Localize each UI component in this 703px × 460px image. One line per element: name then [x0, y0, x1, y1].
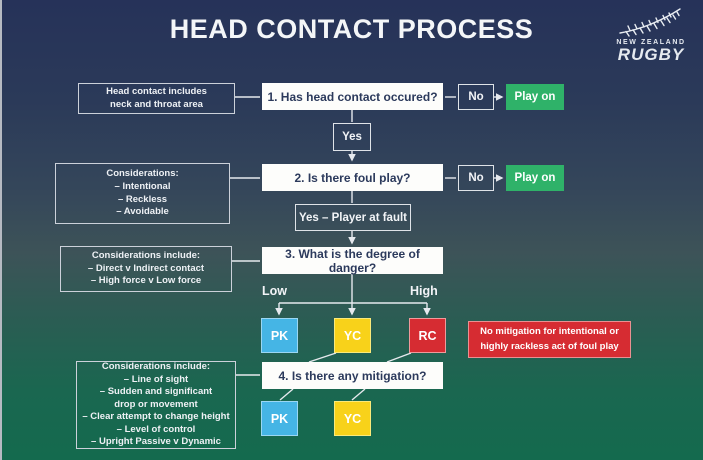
logo-text-rugby: RUGBY [617, 45, 685, 64]
penalty-kick-chip-row4: PK [261, 401, 298, 436]
note-danger-considerations: Considerations include: – Direct v Indir… [60, 246, 232, 292]
yellow-card-chip-row4: YC [334, 401, 371, 436]
label-low: Low [262, 284, 287, 298]
label-high: High [410, 284, 438, 298]
question-1-head-contact: 1. Has head contact occured? [262, 83, 443, 110]
question-4-mitigation: 4. Is there any mitigation? [262, 362, 443, 389]
red-card-chip-row3: RC [409, 318, 446, 353]
left-edge-strip [0, 0, 2, 460]
note-mitigation-considerations: Considerations include: – Line of sight … [76, 361, 236, 449]
page-title: HEAD CONTACT PROCESS [169, 14, 534, 44]
note-head-contact-definition: Head contact includes neck and throat ar… [78, 83, 235, 114]
question-3-degree-of-danger: 3. What is the degree of danger? [262, 247, 443, 275]
silver-fern-icon [619, 8, 681, 37]
yes-player-at-fault-box: Yes – Player at fault [295, 204, 411, 231]
play-on-box-1: Play on [506, 84, 564, 110]
nz-rugby-logo: NEW ZEALAND RUGBY [607, 4, 695, 65]
question-2-foul-play: 2. Is there foul play? [262, 164, 443, 191]
no-box-2: No [458, 165, 494, 191]
no-mitigation-warning-box: No mitigation for intentional or highly … [468, 321, 631, 358]
logo-text-new-zealand: NEW ZEALAND [616, 39, 686, 46]
penalty-kick-chip-row3: PK [261, 318, 298, 353]
play-on-box-2: Play on [506, 165, 564, 191]
no-box-1: No [458, 84, 494, 110]
yellow-card-chip-row3: YC [334, 318, 371, 353]
yes-box: Yes [333, 123, 371, 151]
note-foul-play-considerations: Considerations: – Intentional – Reckless… [55, 163, 230, 224]
